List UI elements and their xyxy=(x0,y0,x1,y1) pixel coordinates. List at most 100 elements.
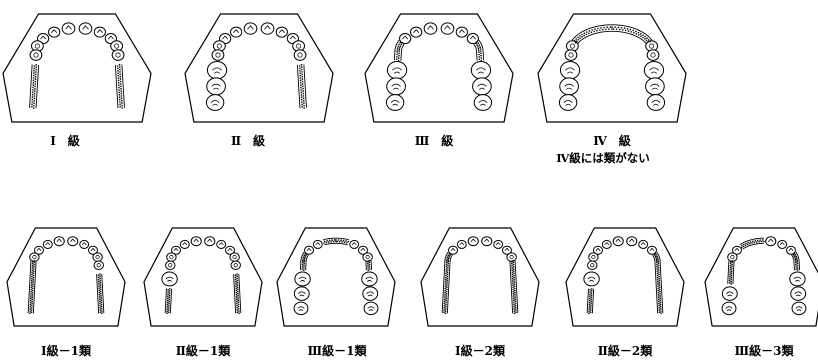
tooth-L2 xyxy=(231,27,242,37)
tooth-L6 xyxy=(560,61,579,78)
arch-top-1 xyxy=(3,14,151,122)
tooth-L2 xyxy=(313,240,322,248)
tooth-L6 xyxy=(162,272,177,286)
tooth-R8 xyxy=(647,95,664,111)
tooth-R1 xyxy=(482,237,492,246)
arch-bottom-6 xyxy=(705,228,818,326)
tooth-R2 xyxy=(778,240,787,248)
tooth-R7 xyxy=(646,78,665,95)
tooth-L7 xyxy=(560,78,579,95)
caption-class-2-1: Ⅱ級－1類 xyxy=(176,344,230,358)
tooth-R2 xyxy=(217,240,226,248)
tooth-L7 xyxy=(722,287,737,300)
caption-class-2-2: Ⅱ級－2類 xyxy=(598,344,652,358)
tooth-L6 xyxy=(295,272,310,286)
arch-bottom-1 xyxy=(7,228,125,326)
arch-top-4 xyxy=(538,14,686,122)
tooth-R5 xyxy=(231,261,240,269)
tooth-L6 xyxy=(387,61,406,78)
tooth-L7 xyxy=(207,78,226,95)
tooth-L8 xyxy=(559,95,576,111)
caption-class-1-2: Ⅰ級－2類 xyxy=(455,344,505,358)
tooth-R4 xyxy=(93,253,102,261)
arch-bottom-2 xyxy=(144,228,262,326)
edentulous-ridge xyxy=(336,243,348,244)
tooth-L1 xyxy=(424,23,437,34)
tooth-L5 xyxy=(565,50,577,61)
tooth-L1 xyxy=(613,237,623,246)
arch-top-3 xyxy=(365,14,513,122)
tooth-R8 xyxy=(364,302,378,315)
tooth-L1 xyxy=(54,237,64,246)
tooth-L8 xyxy=(722,302,736,315)
edentulous-ridge xyxy=(165,289,166,314)
caption-class-3-3: Ⅲ級－3類 xyxy=(735,344,794,358)
caption-class-3-1: Ⅲ級－1類 xyxy=(308,344,367,358)
tooth-L8 xyxy=(206,95,223,111)
tooth-R1 xyxy=(627,237,637,246)
tooth-L4 xyxy=(728,253,737,261)
tooth-R4 xyxy=(230,253,239,261)
edentulous-ridge xyxy=(510,261,513,313)
tooth-R5 xyxy=(112,50,124,61)
caption-class-3: Ⅲ 級 xyxy=(415,134,454,148)
tooth-R1 xyxy=(261,23,274,34)
tooth-R2 xyxy=(94,27,105,37)
tooth-R8 xyxy=(474,95,491,111)
edentulous-ridge xyxy=(653,255,658,313)
tooth-L5 xyxy=(212,50,224,61)
tooth-R6 xyxy=(644,61,663,78)
tooth-R1 xyxy=(766,237,776,246)
tooth-R6 xyxy=(471,61,490,78)
arch-bottom-4 xyxy=(421,228,539,326)
tooth-L2 xyxy=(49,27,60,37)
tooth-L6 xyxy=(584,272,599,286)
tooth-L7 xyxy=(294,287,309,300)
tooth-L2 xyxy=(43,240,52,248)
tooth-R5 xyxy=(647,50,659,61)
edentulous-ridge xyxy=(474,44,477,61)
tray-outline xyxy=(421,228,539,326)
tooth-R2 xyxy=(456,27,467,37)
tooth-R8 xyxy=(792,302,806,315)
tooth-R7 xyxy=(791,287,806,300)
tooth-R1 xyxy=(205,237,215,246)
tooth-L2 xyxy=(457,240,466,248)
tooth-L8 xyxy=(386,95,403,111)
tray-outline xyxy=(7,228,125,326)
tooth-R7 xyxy=(363,287,378,300)
tooth-L1 xyxy=(191,237,201,246)
tooth-L2 xyxy=(602,240,611,248)
arch-top-2 xyxy=(185,14,333,122)
tooth-R2 xyxy=(639,240,648,248)
caption-class-2: Ⅱ 級 xyxy=(231,134,265,148)
tooth-L3 xyxy=(400,33,411,43)
arch-bottom-5 xyxy=(566,228,684,326)
tooth-R2 xyxy=(80,240,89,248)
tooth-R2 xyxy=(350,240,359,248)
tooth-L1 xyxy=(244,23,257,34)
tooth-R1 xyxy=(79,23,92,34)
edentulous-ridge xyxy=(612,31,647,44)
tooth-L5 xyxy=(30,50,42,61)
tooth-R2 xyxy=(276,27,287,37)
tooth-R1 xyxy=(68,237,78,246)
tooth-L3 xyxy=(305,246,314,254)
tooth-R5 xyxy=(94,261,103,269)
caption-class-4: Ⅳ 級 xyxy=(593,134,631,148)
tooth-R6 xyxy=(362,272,377,286)
tooth-R1 xyxy=(441,23,454,34)
tooth-L4 xyxy=(589,253,598,261)
tooth-R6 xyxy=(790,272,805,286)
caption-class-1-1: Ⅰ級－1類 xyxy=(41,344,91,358)
tooth-L5 xyxy=(166,261,175,269)
edentulous-ridge xyxy=(587,289,588,314)
tooth-L6 xyxy=(207,61,226,78)
tooth-R4 xyxy=(363,253,372,261)
tooth-L4 xyxy=(167,253,176,261)
tooth-L1 xyxy=(468,237,478,246)
caption-class-1: Ⅰ 級 xyxy=(50,134,80,148)
tooth-L2 xyxy=(180,240,189,248)
arch-bottom-3 xyxy=(277,228,395,326)
caption-class-4-note: Ⅳ級には類がない xyxy=(556,151,650,165)
